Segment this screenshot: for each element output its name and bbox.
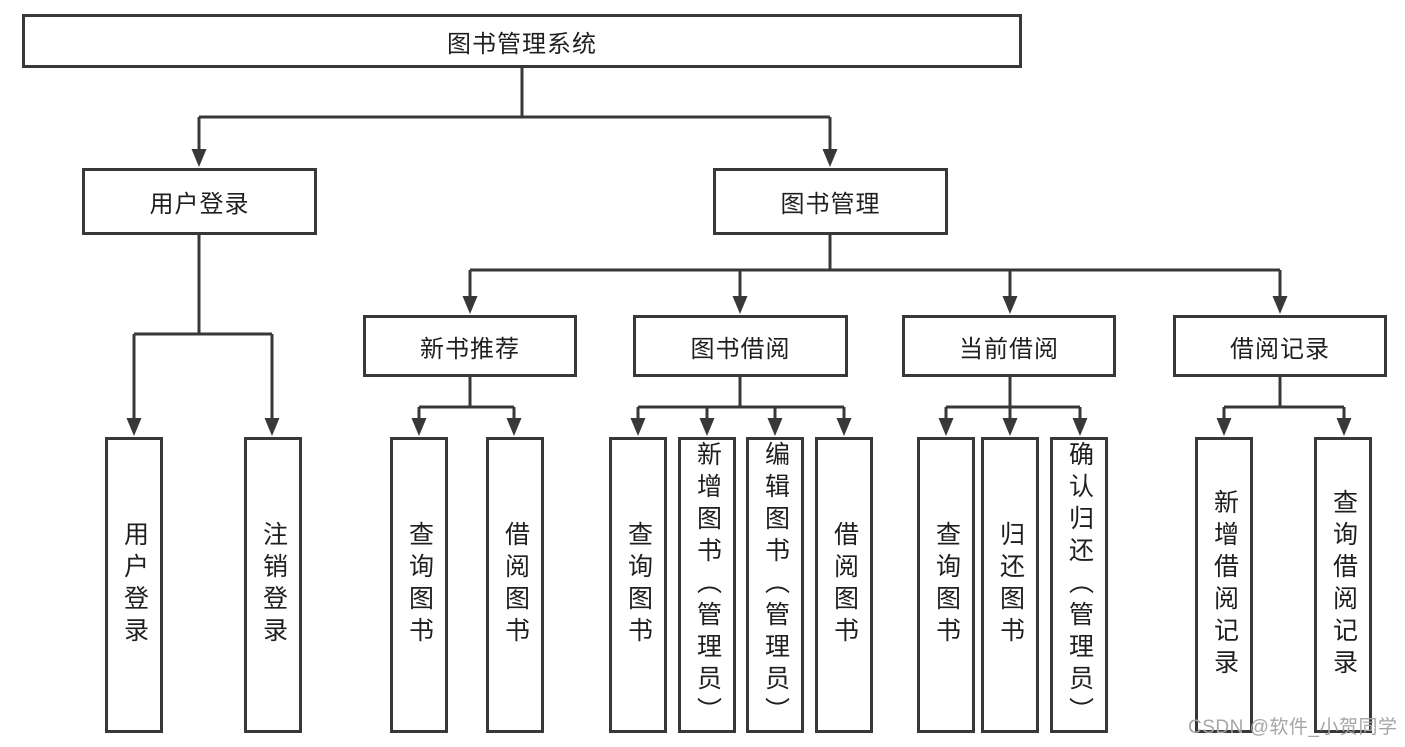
node-label: 确认归还（管理员） — [1065, 441, 1094, 729]
node-borrowing-records: 借阅记录 — [1173, 315, 1387, 377]
leaf-return-books: 归还图书 — [981, 437, 1039, 733]
node-label: 新书推荐 — [420, 335, 520, 363]
node-new-book-recommend: 新书推荐 — [363, 315, 577, 377]
node-label: 查询图书 — [932, 521, 961, 649]
node-label: 借阅图书 — [501, 521, 530, 649]
node-label: 图书管理 — [780, 191, 881, 218]
csdn-watermark: CSDN @软件_小贺同学 — [1188, 717, 1398, 738]
node-user-login: 用户登录 — [82, 168, 317, 235]
leaf-query-books-current: 查询图书 — [917, 437, 975, 733]
node-label: 归还图书 — [996, 521, 1025, 649]
leaf-confirm-return-admin: 确认归还（管理员） — [1050, 437, 1108, 733]
node-library-management-system: 图书管理系统 — [22, 14, 1022, 68]
node-label: 图书借阅 — [690, 335, 791, 363]
leaf-borrow-books: 借阅图书 — [815, 437, 873, 733]
node-label: 用户登录 — [120, 521, 149, 649]
leaf-query-borrow-record: 查询借阅记录 — [1314, 437, 1372, 733]
node-label: 查询图书 — [405, 521, 434, 649]
node-label: 新增图书（管理员） — [693, 441, 722, 729]
leaf-edit-books-admin: 编辑图书（管理员） — [746, 437, 804, 733]
node-label: 借阅记录 — [1230, 335, 1330, 363]
leaf-add-books-admin: 新增图书（管理员） — [678, 437, 736, 733]
node-label: 借阅图书 — [830, 521, 859, 649]
leaf-query-books-borrowing: 查询图书 — [609, 437, 667, 733]
node-label: 编辑图书（管理员） — [761, 441, 790, 729]
node-label: 图书管理系统 — [447, 30, 597, 58]
tree-lines — [134, 68, 1344, 409]
node-book-borrowing: 图书借阅 — [633, 315, 848, 377]
leaf-borrow-books-recommend: 借阅图书 — [486, 437, 544, 733]
leaf-query-books-recommend: 查询图书 — [390, 437, 448, 733]
node-label: 新增借阅记录 — [1210, 489, 1239, 681]
node-label: 当前借阅 — [959, 335, 1059, 363]
arrowheads — [126, 117, 1352, 436]
node-label: 用户登录 — [149, 191, 250, 218]
node-current-borrowing: 当前借阅 — [902, 315, 1116, 377]
leaf-logout: 注销登录 — [244, 437, 302, 733]
node-book-management: 图书管理 — [713, 168, 948, 235]
node-label: 注销登录 — [259, 521, 288, 649]
node-label: 查询借阅记录 — [1329, 489, 1358, 681]
leaf-user-login: 用户登录 — [105, 437, 163, 733]
leaf-add-borrow-record: 新增借阅记录 — [1195, 437, 1253, 733]
node-label: 查询图书 — [624, 521, 653, 649]
